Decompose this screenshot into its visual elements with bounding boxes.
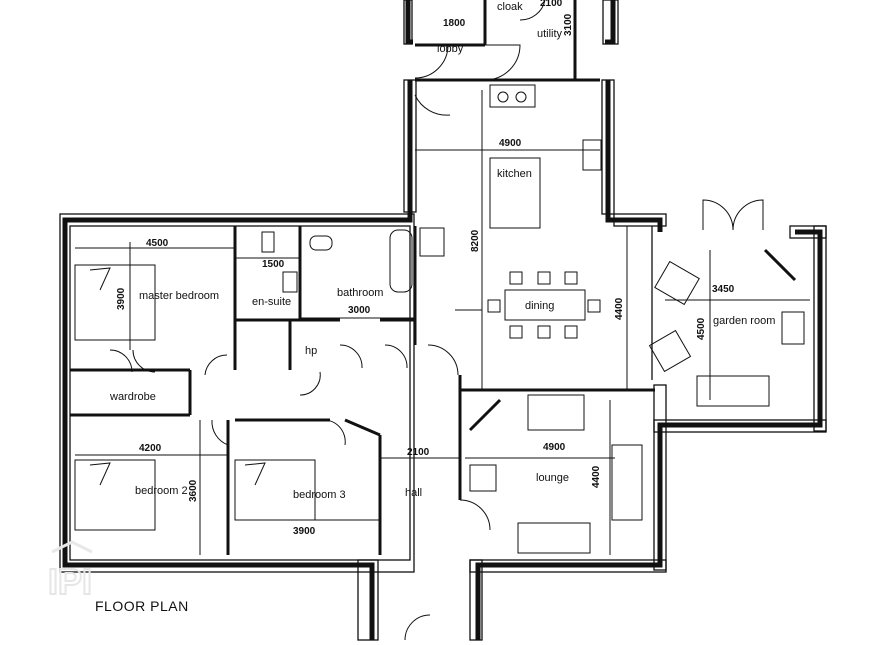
room-label-garden-room: garden room (713, 315, 775, 327)
dim-hall-width: 2100 (407, 447, 430, 458)
dim-bedroom2-width: 4200 (139, 443, 162, 454)
dim-dining-height: 4400 (614, 297, 625, 320)
internal-walls (70, 0, 655, 555)
room-label-cloak: cloak (497, 1, 523, 13)
dim-bathroom-width: 3000 (348, 305, 371, 316)
doors (109, 0, 797, 641)
dim-master-height: 3900 (116, 287, 127, 310)
dim-bedroom2-height: 3600 (188, 479, 199, 502)
dim-kitchen-height: 8200 (470, 229, 481, 252)
room-label-dining: dining (525, 300, 554, 312)
dimension-labels: 1800 2100 3100 4900 8200 4400 3450 4500 … (116, 0, 735, 537)
dim-garden-height: 4500 (696, 317, 707, 340)
dim-bedroom3-width: 3900 (293, 526, 316, 537)
watermark-text: IPI (48, 561, 92, 600)
furniture (74, 84, 805, 554)
room-label-bedroom-3: bedroom 3 (293, 489, 346, 501)
dim-lobby-width: 1800 (443, 18, 466, 29)
room-label-hp: hp (305, 345, 317, 357)
watermark-logo: IPI (47, 540, 93, 600)
room-label-wardrobe: wardrobe (109, 391, 156, 403)
dim-utility-width: 2100 (540, 0, 563, 9)
room-label-bedroom-2: bedroom 2 (135, 485, 188, 497)
room-label-kitchen: kitchen (497, 168, 532, 180)
wall-details (59, 0, 827, 641)
room-label-lounge: lounge (536, 472, 569, 484)
room-label-bathroom: bathroom (337, 287, 383, 299)
dim-utility-height: 3100 (563, 13, 574, 36)
dim-kitchen-width: 4900 (499, 138, 522, 149)
room-label-utility: utility (537, 28, 563, 40)
exterior-walls (62, 0, 823, 640)
dim-lounge-width: 4900 (543, 442, 566, 453)
dim-lounge-height: 4400 (591, 465, 602, 488)
dim-ensuite-width: 1500 (262, 259, 285, 270)
room-label-hall: hall (405, 487, 422, 499)
dim-master-width: 4500 (146, 238, 169, 249)
room-labels: cloak utility lobby kitchen dining garde… (109, 1, 775, 501)
room-label-en-suite: en-suite (252, 296, 291, 308)
dim-garden-width: 3450 (712, 284, 735, 295)
plan-title: FLOOR PLAN (95, 598, 189, 614)
room-label-master-bedroom: master bedroom (139, 290, 219, 302)
room-label-lobby: lobby (437, 43, 464, 55)
